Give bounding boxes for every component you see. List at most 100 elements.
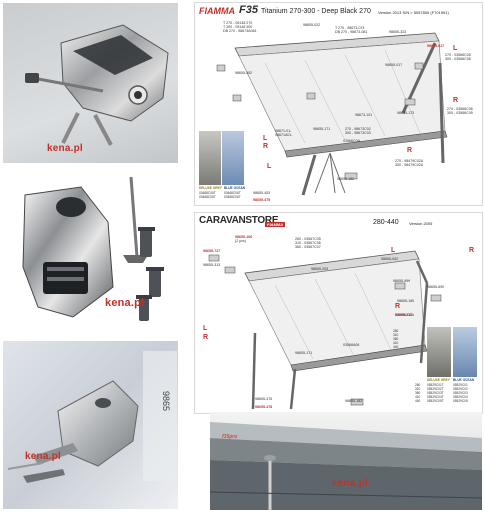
- marker-right: R: [395, 303, 401, 310]
- part-label: 300 - 98479C02A: [395, 163, 424, 167]
- part-label: 98655-203: [311, 267, 329, 271]
- photo-awning-installed: f35pro kena.pl: [210, 412, 482, 510]
- part-label: 98671-01-: [275, 129, 292, 133]
- fabric-code: 03468C06T: [224, 195, 241, 199]
- part-label: 98655-182: [337, 177, 355, 181]
- code-cell: 05529C01: [453, 383, 468, 387]
- code-cell: 05529C02: [453, 387, 468, 391]
- part-label: 98655-217: [395, 313, 413, 317]
- size-label: 310: [393, 333, 399, 337]
- code-cell: 05529C04T: [427, 395, 444, 399]
- part-label: 98655-727: [203, 249, 221, 253]
- marker-left: L: [203, 325, 208, 332]
- fabric-swatch-grey: [427, 327, 451, 377]
- marker-left: L: [453, 45, 458, 52]
- code-cell: 05529C05T: [427, 399, 444, 403]
- exploded-view-2: [208, 250, 442, 410]
- marker-right: R: [263, 143, 269, 150]
- part-label: 98655-171: [313, 127, 331, 131]
- part-label: (2 pcs): [235, 239, 246, 243]
- bracket-parts-illustration: [22, 176, 164, 321]
- part-label: 98655-475: [255, 397, 273, 401]
- part-label: 98655-017: [385, 63, 403, 67]
- part-label: 270 - 98479C02A: [395, 159, 424, 163]
- part-label: 98655-180: [397, 299, 415, 303]
- code-cell: 05529C04: [453, 395, 468, 399]
- marker-left: L: [267, 163, 272, 170]
- part-label: 300 - 03566C06: [445, 57, 471, 61]
- code-cell: 05529C03T: [427, 391, 444, 395]
- part-label: 03566C0A: [343, 139, 360, 143]
- bracket-illustration: [25, 24, 169, 146]
- part-label: 98655-452: [235, 71, 253, 75]
- fabric-label: DELUXE GREY: [427, 378, 450, 382]
- marker-right: R: [453, 97, 459, 104]
- part-label: 98655-106: [235, 235, 253, 239]
- brand-badge: FIAMMA: [265, 222, 285, 227]
- fabric-swatch-grey: [199, 131, 221, 185]
- watermark: kena.pl: [332, 478, 368, 489]
- part-label: 03508C05A: [395, 313, 414, 317]
- part-label: 98671A01-: [275, 133, 293, 137]
- code-cell: 05529C05: [453, 399, 468, 403]
- part-label: T 270 - 98673-074: [335, 26, 365, 30]
- fabric-label: BLUE OCEAN: [224, 186, 246, 190]
- fabric-code: 03468C06T: [224, 191, 241, 195]
- watermark: kena.pl: [105, 297, 145, 309]
- part-label: 300 - 98673C03: [345, 131, 371, 135]
- model-mark: F35: [239, 4, 258, 16]
- marker-left: L: [391, 247, 396, 254]
- bracket-package-illustration: 9865: [7, 351, 177, 483]
- part-label: 98655-173: [397, 111, 415, 115]
- marker-right: R: [407, 147, 413, 154]
- part-label: 98655-999: [393, 279, 411, 283]
- marker-right: R: [469, 247, 475, 254]
- part-label: 360 - 03567C07: [295, 245, 321, 249]
- fabric-swatch-blue: [222, 131, 244, 185]
- brand-logo: CARAVANSTORE: [199, 215, 279, 226]
- size-label: 360: [393, 337, 399, 341]
- code-cell: 05529C02T: [427, 387, 444, 391]
- size-label: 440: [393, 345, 399, 349]
- fabric-label: BLUE OCEAN: [453, 378, 475, 382]
- part-label: T 270 - 05148 270: [223, 21, 253, 25]
- size-cell: 260: [415, 383, 421, 387]
- size-label: 410: [393, 341, 399, 345]
- photo-bracket-top: kena.pl: [3, 3, 178, 163]
- fabric-code: 03468C05T: [199, 195, 216, 199]
- photo-bracket-package: 9865 kena.pl: [3, 341, 178, 509]
- photo-bracket-parts: kena.pl: [3, 167, 178, 337]
- code-cell: 05529C03: [453, 391, 468, 395]
- size-label: 280: [393, 329, 399, 333]
- part-label: T 300 - 05148 300: [223, 25, 253, 29]
- awning-illustration: [210, 422, 482, 510]
- part-label: DB 270 - 98673-081: [335, 30, 368, 34]
- size-cell: 440: [415, 399, 421, 403]
- part-label: 98655-017: [427, 44, 445, 48]
- part-label: 270 - 03566C05: [445, 53, 471, 57]
- part-label: 98655-171: [295, 351, 313, 355]
- part-label: 98655-475: [253, 198, 271, 202]
- parts-diagram-caravanstore: CARAVANSTORE FIAMMA 280-440 Version 2005…: [194, 212, 483, 414]
- exploded-view-1: [216, 32, 448, 196]
- part-label: 98655-022: [303, 23, 321, 27]
- fabric-swatch-blue: [453, 327, 477, 377]
- parts-diagram-titanium: FIAMMA F35 Titanium 270-300 - Deep Black…: [194, 2, 483, 206]
- part-label: 98655-478: [255, 405, 273, 409]
- fabric-code: 03468C05T: [199, 191, 216, 195]
- part-label: 310 - 03567C06: [295, 241, 321, 245]
- part-label: 98673-101: [355, 113, 373, 117]
- fabric-label: DELUXE GREY: [199, 186, 222, 190]
- part-label: 98655-690: [427, 285, 445, 289]
- part-label: 98655-002: [381, 257, 399, 261]
- part-label: 98655-313: [203, 263, 221, 267]
- diagram-version: Version 2005: [409, 221, 433, 226]
- part-label: DB 270 - 98673A061: [223, 29, 257, 33]
- svg-text:9865: 9865: [161, 391, 171, 411]
- part-label: 260 - 03567C05: [295, 237, 321, 241]
- watermark: kena.pl: [47, 143, 83, 154]
- diagram-title: Titanium 270-300 - Deep Black 270: [261, 8, 371, 15]
- awning-logo: f35pro: [222, 434, 238, 440]
- part-label: 98655-453: [253, 191, 271, 195]
- part-label: 300 - 03566C05: [447, 111, 473, 115]
